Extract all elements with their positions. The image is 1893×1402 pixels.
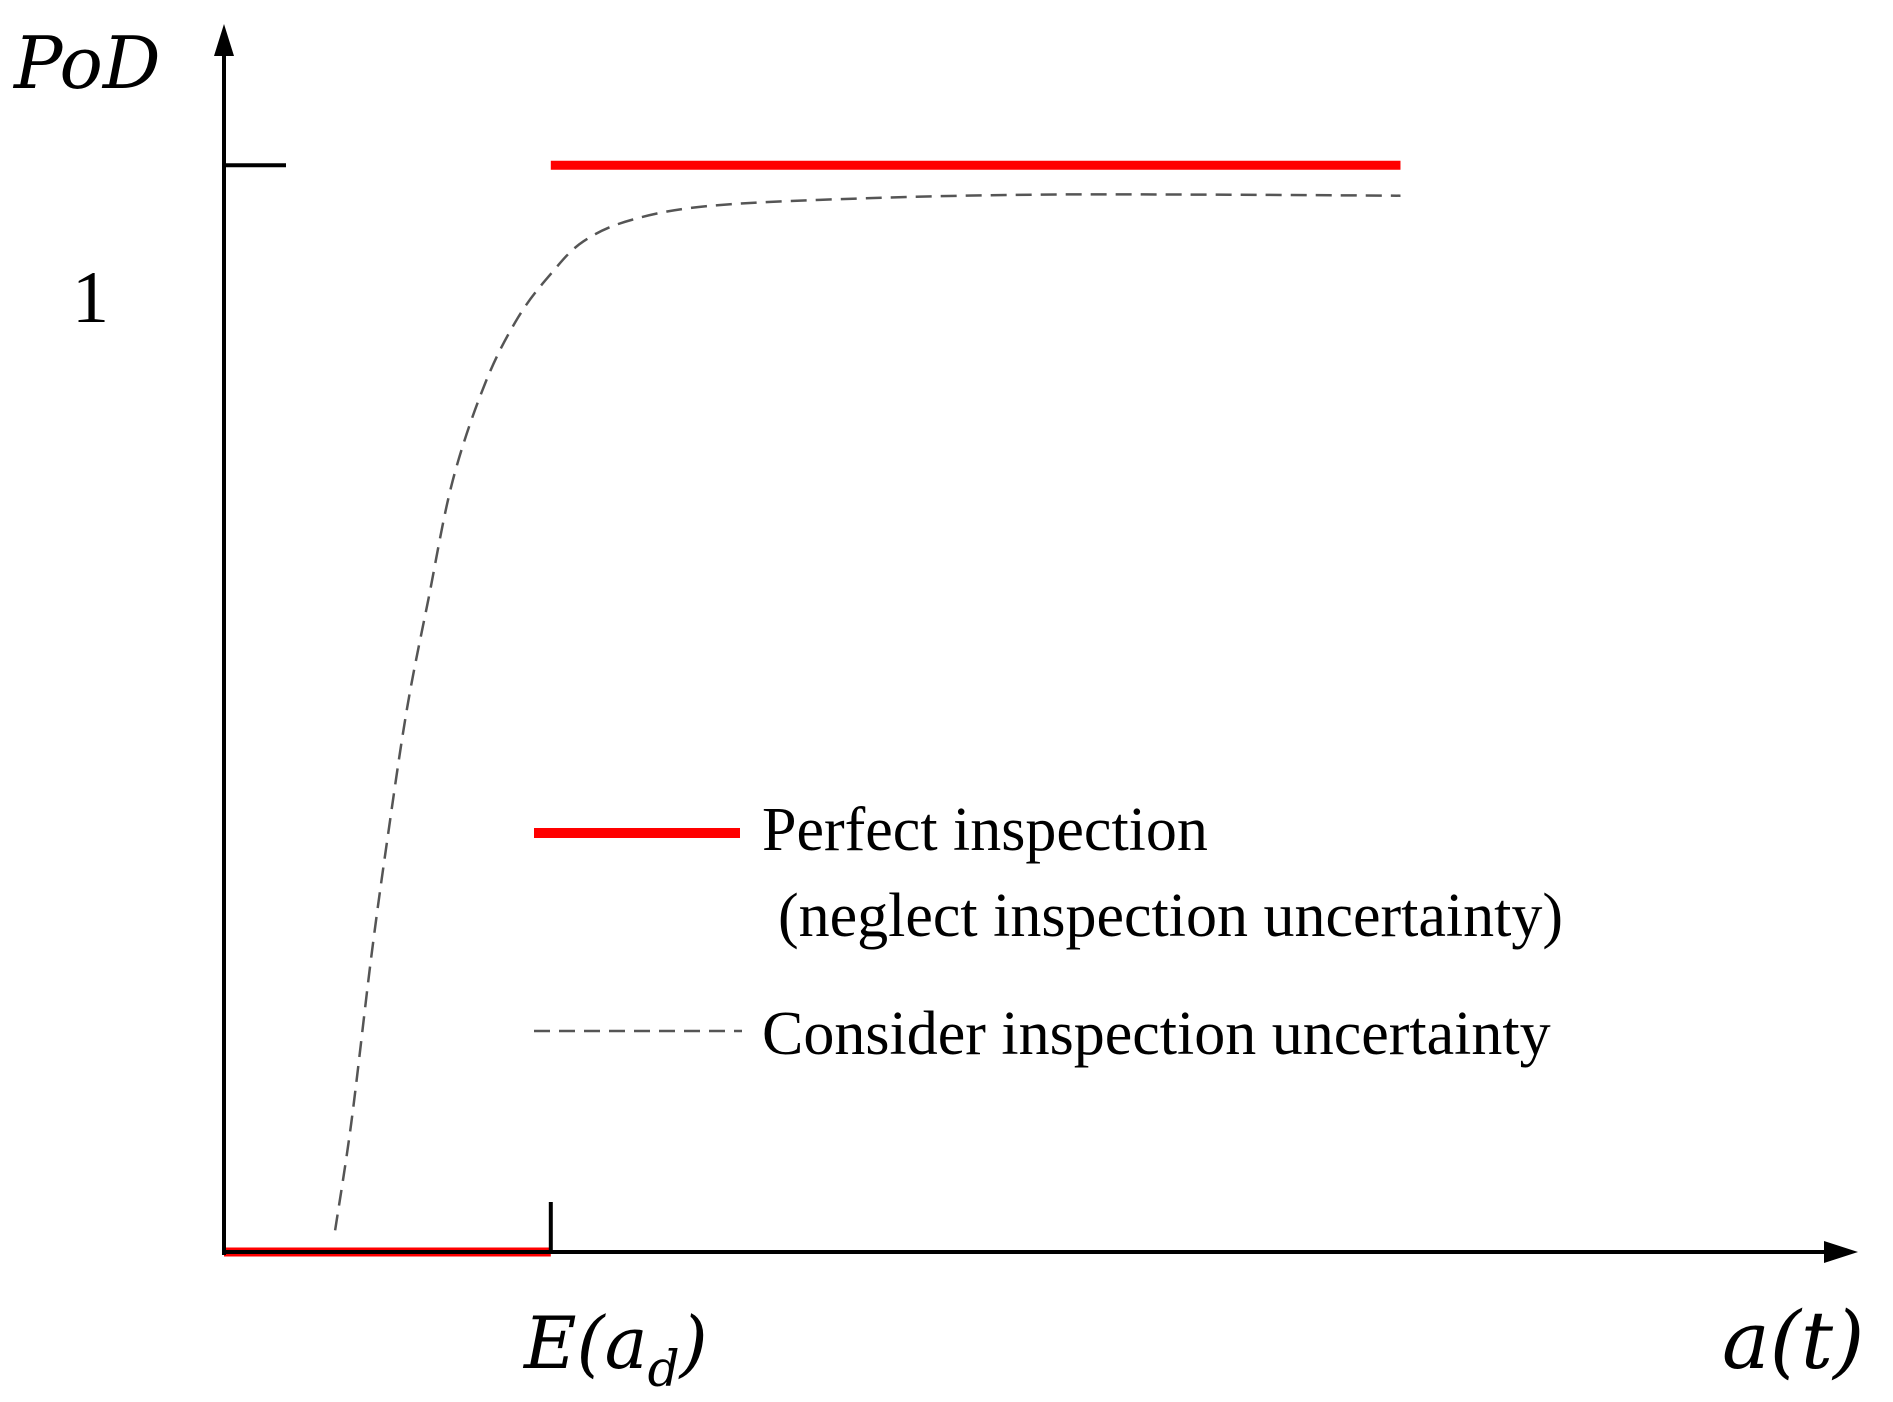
series-layer <box>224 160 1401 1257</box>
x-tick-label-sub: d <box>648 1340 680 1398</box>
x-axis-arrowhead <box>1824 1241 1858 1263</box>
series-uncertain-curve <box>333 193 1401 1231</box>
legend: Perfect inspection (neglect inspection u… <box>534 796 1563 1068</box>
y-axis-label: PoD <box>12 21 161 105</box>
legend-label-uncertain: Consider inspection uncertainty <box>762 1000 1551 1068</box>
x-axis-label-arg: t <box>1801 1294 1834 1387</box>
x-tick-label: E(ad) <box>522 1301 708 1398</box>
x-axis-label-paren-close: ) <box>1831 1294 1864 1387</box>
y-tick-label: 1 <box>72 257 109 339</box>
x-axis-label: a(t) <box>1722 1294 1864 1387</box>
x-tick-label-var: a <box>605 1301 648 1385</box>
x-tick-label-prefix: E( <box>522 1301 607 1385</box>
legend-label-perfect-line1: Perfect inspection <box>762 796 1208 864</box>
legend-label-perfect-line2: (neglect inspection uncertainty) <box>778 882 1563 950</box>
x-axis-label-var: a <box>1722 1294 1770 1387</box>
x-tick-label-suffix: ) <box>678 1301 708 1385</box>
y-axis-arrowhead <box>214 24 234 56</box>
x-axis-label-paren-open: ( <box>1770 1294 1803 1387</box>
